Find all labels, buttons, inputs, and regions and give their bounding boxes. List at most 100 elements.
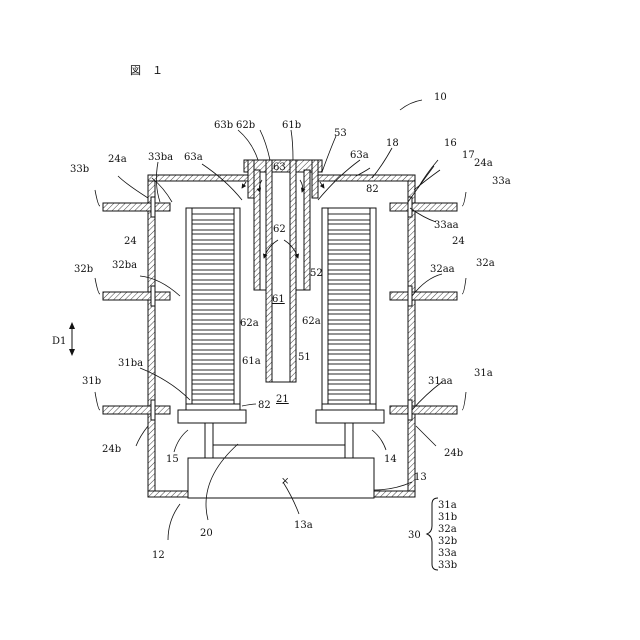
label-62a-left: 62a xyxy=(240,318,259,329)
label-62: 62 xyxy=(273,224,286,235)
figure-title: 図 １ xyxy=(130,64,163,77)
label-20: 20 xyxy=(200,528,213,539)
wafer-slot xyxy=(192,284,234,290)
wafer-slot xyxy=(328,224,370,230)
group-30-item: 32b xyxy=(438,536,457,547)
wafer-slot xyxy=(328,374,370,380)
wafer-slot xyxy=(328,234,370,240)
wafer-slot xyxy=(192,394,234,400)
label-31aa: 31aa xyxy=(428,376,453,387)
group-30-item: 33b xyxy=(438,560,457,571)
wafer-slot xyxy=(328,384,370,390)
wafer-slot xyxy=(192,314,234,320)
label-24b-right: 24b xyxy=(444,448,463,459)
label-24-right: 24 xyxy=(452,236,465,247)
wafer-slot xyxy=(192,334,234,340)
wafer-slot xyxy=(192,274,234,280)
wafer-slot xyxy=(192,214,234,220)
label-33a: 33a xyxy=(492,176,511,187)
wafer-slot xyxy=(192,254,234,260)
label-24-left: 24 xyxy=(124,236,137,247)
wafer-slot xyxy=(328,274,370,280)
label-30: 30 xyxy=(408,530,421,541)
wafer-slot xyxy=(192,354,234,360)
label-82-top: 82 xyxy=(366,184,379,195)
wafer-slot xyxy=(328,334,370,340)
wafer-slot xyxy=(192,364,234,370)
right-wafer-boat xyxy=(322,208,376,410)
label-63b: 63b xyxy=(214,120,233,131)
label-53: 53 xyxy=(334,128,347,139)
wafer-slot xyxy=(328,344,370,350)
label-52: 52 xyxy=(310,268,323,279)
label-33aa: 33aa xyxy=(434,220,459,231)
label-61b: 61b xyxy=(282,120,301,131)
wafer-slot xyxy=(192,234,234,240)
wafer-slot xyxy=(192,384,234,390)
left-wafer-boat xyxy=(186,208,240,410)
label-13a: 13a xyxy=(294,520,313,531)
label-12: 12 xyxy=(152,550,165,561)
label-62a-right: 62a xyxy=(302,316,321,327)
direction-d1-arrow xyxy=(69,322,75,356)
pedestal-14 xyxy=(316,410,384,423)
label-63a-left: 63a xyxy=(184,152,203,163)
label-24b-left: 24b xyxy=(102,444,121,455)
label-21: 21 xyxy=(276,394,289,405)
label-10: 10 xyxy=(434,92,447,103)
wafer-slot xyxy=(328,244,370,250)
label-31ba: 31ba xyxy=(118,358,143,369)
label-15: 15 xyxy=(166,454,179,465)
wafer-slot xyxy=(328,304,370,310)
label-32ba: 32ba xyxy=(112,260,137,271)
group-30-list: 31a 31b 32a 32b 33a 33b xyxy=(438,500,457,571)
label-82-bottom: 82 xyxy=(258,400,271,411)
wafer-slot xyxy=(192,264,234,270)
support-frame-20 xyxy=(205,423,353,458)
label-13: 13 xyxy=(414,472,427,483)
wafer-slot xyxy=(192,224,234,230)
group-30-item: 32a xyxy=(438,524,457,535)
wafer-slot xyxy=(328,214,370,220)
wafer-slot xyxy=(328,324,370,330)
wafer-slot xyxy=(328,364,370,370)
wafer-slot xyxy=(192,244,234,250)
wafer-slot xyxy=(192,344,234,350)
label-32a: 32a xyxy=(476,258,495,269)
label-63: 63 xyxy=(273,162,286,173)
wafer-slot xyxy=(328,314,370,320)
label-18: 18 xyxy=(386,138,399,149)
pedestal-15 xyxy=(178,410,246,423)
label-17: 17 xyxy=(462,150,475,161)
label-61: 61 xyxy=(272,294,285,305)
wafer-slot xyxy=(328,294,370,300)
group-30-item: 33a xyxy=(438,548,457,559)
label-62b: 62b xyxy=(236,120,255,131)
group-30-brace xyxy=(427,498,438,570)
wafer-slot xyxy=(192,304,234,310)
label-16: 16 xyxy=(444,138,457,149)
label-d1: D1 xyxy=(52,336,66,347)
label-32aa: 32aa xyxy=(430,264,455,275)
wafer-slot xyxy=(192,374,234,380)
label-63a-right: 63a xyxy=(350,150,369,161)
wafer-slot xyxy=(192,294,234,300)
label-32b: 32b xyxy=(74,264,93,275)
label-24a-right: 24a xyxy=(474,158,493,169)
label-61a: 61a xyxy=(242,356,261,367)
wafer-slot xyxy=(192,324,234,330)
group-30-item: 31b xyxy=(438,512,457,523)
label-31a: 31a xyxy=(474,368,493,379)
group-30-item: 31a xyxy=(438,500,457,511)
label-14: 14 xyxy=(384,454,397,465)
label-24a-left: 24a xyxy=(108,154,127,165)
label-33ba: 33ba xyxy=(148,152,173,163)
label-51: 51 xyxy=(298,352,311,363)
wafer-slot xyxy=(328,354,370,360)
label-31b: 31b xyxy=(82,376,101,387)
wafer-slot xyxy=(328,394,370,400)
wafer-slot xyxy=(328,284,370,290)
label-33b: 33b xyxy=(70,164,89,175)
